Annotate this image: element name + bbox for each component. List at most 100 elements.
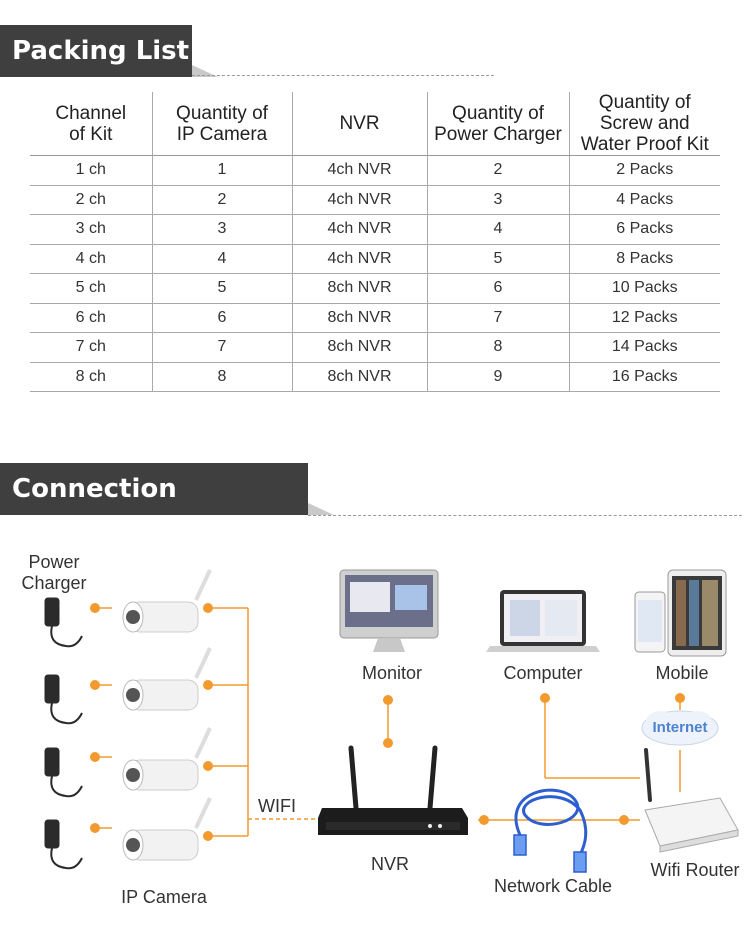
nvr-label: NVR [370,854,409,874]
table-cell: 3 ch [30,214,152,245]
table-cell: 5 [151,273,292,304]
table-cell: 7 ch [30,332,152,363]
table-cell: 10 Packs [568,273,720,304]
power-charger-label-line1: Power [28,552,80,572]
computer-icon [486,590,600,652]
ip-camera-icon [122,569,212,633]
ip-camera-label: IP Camera [121,887,207,907]
mobile-icon [634,569,727,657]
table-cell: 16 Packs [568,362,720,392]
column-header: NVR [291,92,427,156]
connection-diagram: Power Charger IP Camera WIFI Monitor Com… [0,530,750,944]
table-cell: 4ch NVR [291,155,427,186]
power-charger-icon [44,747,83,798]
table-cell: 3 [151,214,292,245]
power-charger-icon [44,597,83,648]
network-cable-label: Network Cable [493,876,613,896]
title-flap [192,65,218,77]
monitor-icon [339,569,439,652]
table-cell: 6 [426,273,569,304]
title-flap [308,503,334,515]
power-charger-icon [44,819,83,870]
table-cell: 14 Packs [568,332,720,363]
table-cell: 4ch NVR [291,244,427,274]
packing-list-title: Packing List [0,25,218,77]
table-cell: 8ch NVR [291,362,427,392]
table-cell: 2 Packs [568,155,720,186]
table-cell: 5 ch [30,273,152,304]
column-header-line: NVR [339,113,380,134]
wifi-router-icon [644,748,739,853]
column-header-line: Water Proof Kit [580,134,709,155]
connection-lines [97,607,681,837]
table-cell: 8ch NVR [291,273,427,304]
wifi-router-label: Wifi Router [650,860,740,880]
table-cell: 7 [426,303,569,333]
ip-camera-icon [122,727,212,791]
column-header-line: Channel [55,102,127,124]
title-underline [192,75,494,76]
table-cell: 4 Packs [568,185,720,215]
connection-principle-title-text: Connection Principle [12,474,177,556]
column-header-line: Screw and [599,113,690,134]
column-header-line: Power Charger [434,123,562,145]
table-cell: 4 [151,244,292,274]
table-cell: 8ch NVR [291,303,427,333]
column-header-line: IP Camera [176,123,268,145]
table-cell: 6 Packs [568,214,720,245]
table-cell: 12 Packs [568,303,720,333]
computer-label: Computer [503,663,583,683]
power-charger-label: Power Charger [14,552,94,594]
table-cell: 8 [426,332,569,363]
ip-camera-icon [122,797,212,861]
table-cell: 8 Packs [568,244,720,274]
diagram-graphics [44,569,739,873]
table-cell: 4 [426,214,569,245]
internet-cloud-icon [641,710,719,746]
connection-dots [90,603,685,841]
column-header-line: Quantity of [452,102,544,124]
table-cell: 6 ch [30,303,152,333]
table-cell: 2 ch [30,185,152,215]
table-cell: 8ch NVR [291,332,427,363]
table-cell: 3 [426,185,569,215]
table-cell: 4ch NVR [291,185,427,215]
title-underline [308,515,742,516]
packing-list-title-text: Packing List [12,36,190,66]
power-charger-icon [44,674,83,725]
table-cell: 5 [426,244,569,274]
mobile-label: Mobile [655,663,709,683]
nvr-icon [318,745,468,835]
column-header-line: of Kit [69,123,113,145]
monitor-label: Monitor [361,663,423,683]
wifi-label: WIFI [258,796,296,816]
table-cell: 8 ch [30,362,152,392]
column-header-line: Quantity of [176,102,268,124]
ip-camera-icon [122,647,212,711]
ip-camera-icons [122,569,212,861]
power-charger-label-line2: Charger [21,573,87,593]
network-cable-icon [513,788,588,873]
table-cell: 2 [426,155,569,186]
table-cell: 8 [151,362,292,392]
table-cell: 9 [426,362,569,392]
internet-label: Internet [652,719,708,736]
connection-principle-title: Connection Principle [0,463,334,556]
table-cell: 1 ch [30,155,152,186]
table-cell: 7 [151,332,292,363]
table-cell: 4ch NVR [291,214,427,245]
